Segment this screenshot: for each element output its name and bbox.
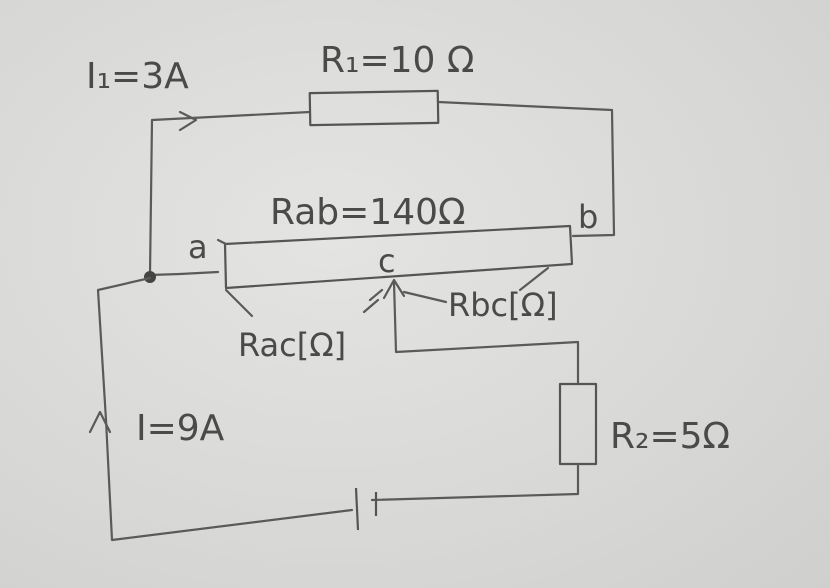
- label-rbc: Rbc[Ω]: [448, 286, 558, 324]
- resistor-r1: [308, 89, 440, 127]
- wire-slider-c: [392, 280, 580, 386]
- wire-battery-to-left: [96, 276, 354, 542]
- label-rab: Rab=140Ω: [270, 192, 466, 233]
- wire-top-left: [148, 110, 312, 277]
- label-i-total: I=9A: [136, 408, 225, 449]
- leader-rbc: [518, 266, 550, 292]
- current-arrow-i: [88, 410, 112, 434]
- label-r2: R₂=5Ω: [610, 416, 730, 457]
- label-i1: I₁=3A: [86, 56, 189, 97]
- label-rac: Rac[Ω]: [238, 326, 346, 364]
- label-node-a: a: [188, 228, 208, 266]
- leader-rac: [224, 288, 254, 318]
- leader-rac-hatch: [362, 288, 384, 314]
- slider-arrow-c: [382, 278, 406, 300]
- resistor-r2: [558, 382, 598, 466]
- label-node-b: b: [578, 198, 598, 236]
- rheostat-end-tick-a: [216, 238, 228, 246]
- current-arrow-i1: [178, 110, 198, 132]
- battery-long-plate: [354, 487, 360, 531]
- wire-top-right: [436, 100, 616, 238]
- label-r1: R₁=10 Ω: [320, 40, 474, 81]
- leader-rbc-from-c: [402, 290, 448, 304]
- wire-node-a-to-rheostat: [148, 270, 220, 277]
- label-node-c: c: [378, 242, 396, 280]
- rheostat-rab: [223, 224, 574, 290]
- wire-r2-to-battery: [370, 462, 580, 502]
